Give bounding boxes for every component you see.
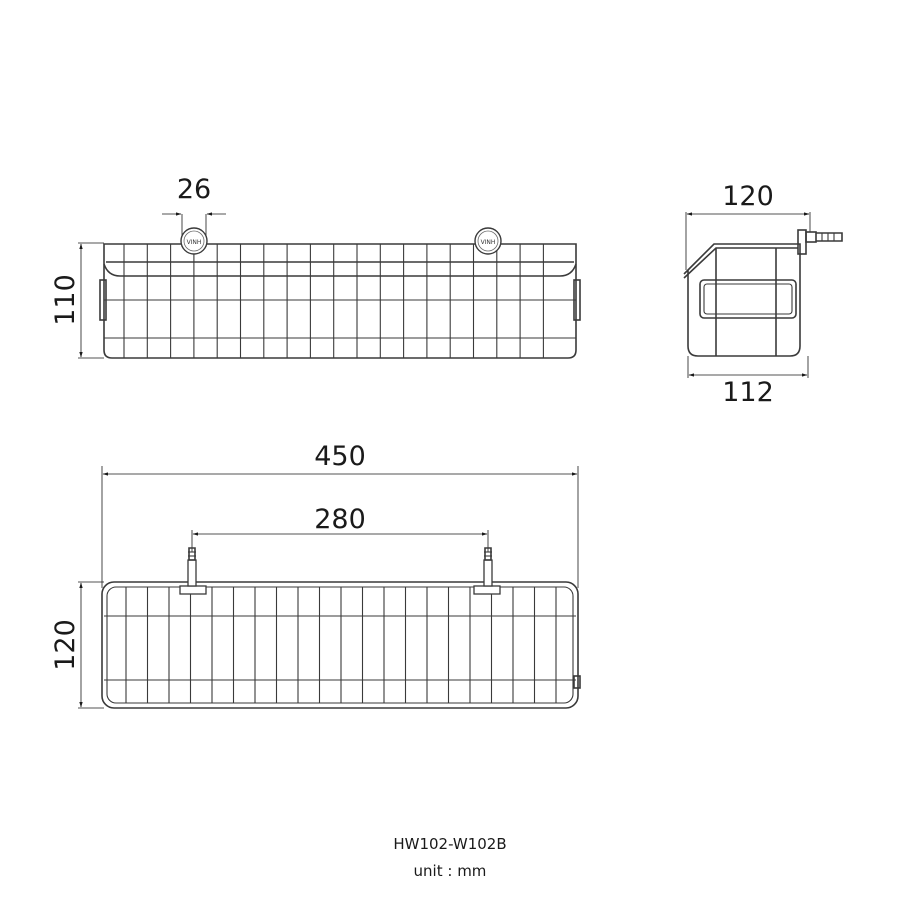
model-number: HW102-W102B bbox=[393, 835, 507, 853]
right-mount: VINH bbox=[474, 227, 502, 255]
top-depth-label: 120 bbox=[50, 619, 81, 671]
top-view: 450 280 120 bbox=[50, 441, 581, 709]
total-width-label: 450 bbox=[314, 441, 366, 472]
left-wall-hook bbox=[179, 547, 207, 595]
side-top-depth-label: 120 bbox=[722, 181, 774, 212]
top-vertical-wires bbox=[125, 587, 557, 703]
front-view: 26 110 VINH bbox=[50, 174, 581, 359]
left-mount-logo: VINH bbox=[187, 239, 202, 246]
side-bottom-depth-label: 112 bbox=[722, 377, 774, 408]
side-basket bbox=[683, 229, 843, 357]
front-vertical-wires bbox=[123, 244, 544, 358]
top-basket bbox=[101, 547, 581, 709]
front-height-dimension: 110 bbox=[50, 242, 104, 359]
wall-hook bbox=[797, 229, 843, 255]
mount-spacing-dimension: 26 bbox=[162, 174, 226, 236]
mount-distance-label: 280 bbox=[314, 504, 366, 535]
right-wall-hook bbox=[473, 547, 501, 595]
front-height-label: 110 bbox=[50, 274, 81, 326]
right-mount-logo: VINH bbox=[481, 239, 496, 246]
side-top-depth-dimension: 120 bbox=[685, 181, 811, 270]
top-depth-dimension: 120 bbox=[50, 581, 104, 709]
mount-distance-dimension: 280 bbox=[191, 504, 489, 552]
front-basket: VINH VINH bbox=[99, 227, 581, 359]
mount-spacing-label: 26 bbox=[177, 174, 211, 205]
side-view: 120 112 bbox=[683, 181, 843, 408]
side-bottom-depth-dimension: 112 bbox=[687, 356, 809, 408]
left-mount: VINH bbox=[180, 227, 208, 255]
total-width-dimension: 450 bbox=[101, 441, 579, 588]
unit-label: unit : mm bbox=[413, 862, 487, 880]
